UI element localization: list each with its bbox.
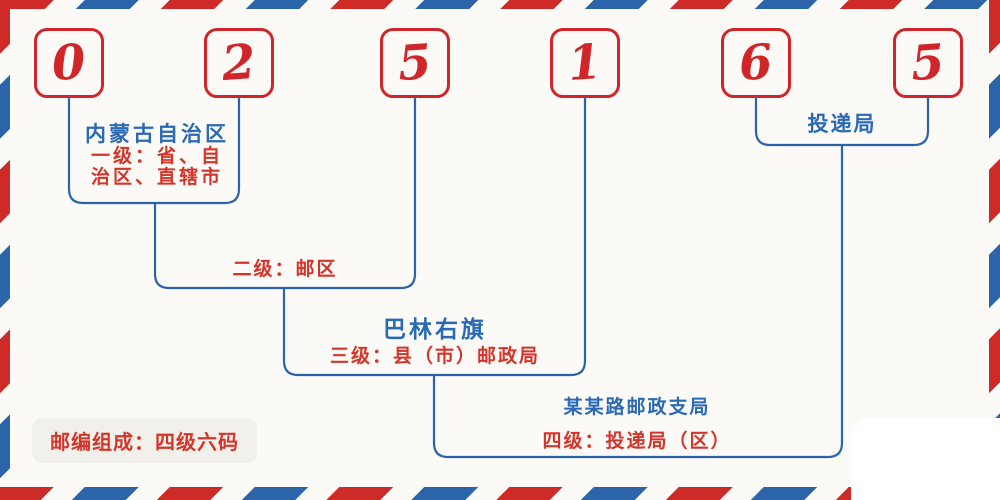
label-level2-description: 二级：邮区 <box>232 259 338 280</box>
label-level1-region-name: 内蒙古自治区 <box>85 123 229 146</box>
digit-3: 5 <box>396 33 434 93</box>
label-level4-branch-name: 某某路邮政支局 <box>563 397 711 418</box>
airmail-border-left <box>0 0 10 500</box>
digit-6: 5 <box>909 33 947 93</box>
bracket-level4 <box>432 145 844 459</box>
label-level3-description: 三级：县（市）邮政局 <box>329 346 541 367</box>
digit-2: 2 <box>220 33 258 93</box>
postal-code-composition-text: 邮编组成：四级六码 <box>50 432 239 454</box>
digit-box-4: 1 <box>550 28 620 98</box>
digit-box-2: 2 <box>204 28 274 98</box>
digit-5: 6 <box>737 33 775 93</box>
digit-box-5: 6 <box>721 28 791 98</box>
airmail-border-bottom <box>0 487 856 500</box>
airmail-border-top <box>0 0 1000 9</box>
label-level3-county-name: 巴林右旗 <box>383 316 487 342</box>
label-delivery-office: 投递局 <box>807 113 877 136</box>
label-level1-description-line1: 一级：省、自 <box>90 146 224 167</box>
airmail-border-right <box>989 0 1000 419</box>
label-level1-description-line2: 治区、直辖市 <box>90 167 224 188</box>
bracket-level5 <box>754 98 930 147</box>
digit-1: 0 <box>50 33 88 93</box>
digit-box-6: 5 <box>893 28 963 98</box>
bottom-right-blank-corner <box>851 418 1000 500</box>
label-level4-description: 四级：投递局（区） <box>542 431 732 452</box>
digit-4: 1 <box>566 33 604 93</box>
digit-box-3: 5 <box>380 28 450 98</box>
label-level1-description: 一级：省、自 治区、直辖市 <box>91 146 223 188</box>
digit-box-1: 0 <box>34 28 104 98</box>
postal-code-composition-badge: 邮编组成：四级六码 <box>32 418 257 463</box>
